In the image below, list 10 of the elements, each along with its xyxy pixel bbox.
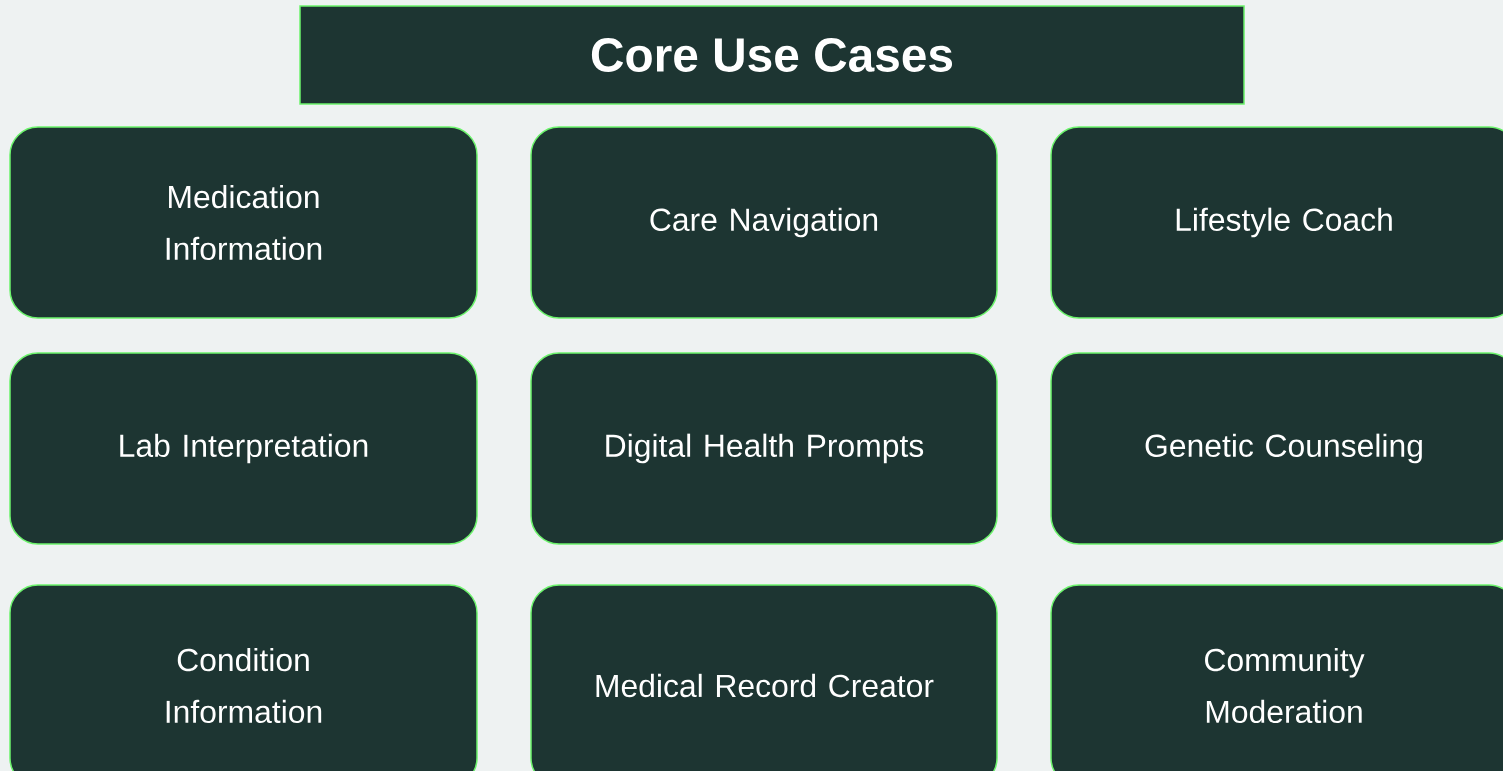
use-case-box: Genetic Counseling	[1050, 352, 1503, 545]
use-case-box: Medical Record Creator	[530, 584, 998, 771]
use-case-box: Care Navigation	[530, 126, 998, 319]
use-case-box: Digital Health Prompts	[530, 352, 998, 545]
use-case-box: Condition Information	[9, 584, 478, 771]
use-case-box: Community Moderation	[1050, 584, 1503, 771]
title-banner: Core Use Cases	[299, 5, 1245, 105]
use-case-box: Lifestyle Coach	[1050, 126, 1503, 319]
use-case-box: Lab Interpretation	[9, 352, 478, 545]
use-case-box: Medication Information	[9, 126, 478, 319]
